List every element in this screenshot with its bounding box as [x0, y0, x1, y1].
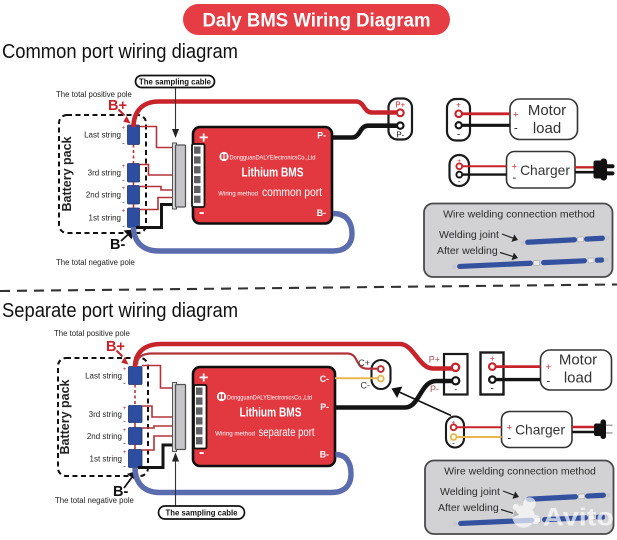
svg-text:Charger: Charger	[515, 423, 565, 438]
svg-text:1st string: 1st string	[90, 454, 122, 463]
svg-text:P-: P-	[430, 384, 439, 394]
svg-text:+: +	[507, 423, 513, 434]
svg-text:Wiring method: Wiring method	[215, 431, 255, 438]
svg-text:The total positive pole: The total positive pole	[56, 90, 132, 99]
svg-text:+: +	[456, 100, 461, 109]
svg-text:-: -	[123, 417, 126, 426]
svg-text:Daly BMS Wiring Diagram: Daly BMS Wiring Diagram	[203, 10, 431, 32]
svg-text:-: -	[123, 439, 126, 448]
svg-text:After welding: After welding	[438, 502, 499, 514]
svg-text:P-: P-	[320, 402, 329, 412]
svg-text:After welding: After welding	[437, 245, 498, 257]
svg-text:-: -	[199, 444, 204, 461]
svg-text:Lithium BMS: Lithium BMS	[240, 405, 302, 420]
svg-text:P+: P+	[395, 101, 405, 110]
svg-text:+: +	[457, 158, 461, 165]
svg-text:Lithium BMS: Lithium BMS	[242, 165, 304, 180]
svg-text:DongguanDALYElectronicsCo.,Ltd: DongguanDALYElectronicsCo.,Ltd	[230, 154, 316, 161]
svg-text:DongguanDALYElectronicsCo.,Ltd: DongguanDALYElectronicsCo.,Ltd	[227, 394, 312, 401]
svg-text:+: +	[513, 110, 519, 121]
svg-text:+: +	[123, 450, 127, 456]
svg-text:-: -	[452, 439, 455, 448]
svg-text:2nd string: 2nd string	[87, 432, 122, 441]
svg-text:Battery pack: Battery pack	[60, 136, 74, 211]
svg-text:1st string: 1st string	[89, 214, 121, 223]
svg-text:+: +	[122, 164, 126, 170]
svg-text:P-: P-	[396, 131, 404, 140]
svg-text:-: -	[199, 204, 204, 221]
svg-text:Last string: Last string	[84, 131, 121, 140]
svg-text:+: +	[452, 419, 456, 426]
svg-text:+: +	[490, 354, 495, 363]
svg-text:B-: B-	[317, 208, 326, 218]
svg-text:-: -	[122, 222, 125, 231]
svg-text:P+: P+	[429, 355, 440, 365]
svg-text:The sampling cable: The sampling cable	[166, 507, 238, 517]
svg-text:+: +	[123, 406, 127, 412]
svg-text:The total negative pole: The total negative pole	[56, 258, 135, 267]
svg-text:-: -	[513, 172, 517, 184]
svg-text:+: +	[199, 370, 208, 387]
svg-text:The total negative pole: The total negative pole	[55, 496, 134, 505]
svg-text:Wiring method: Wiring method	[218, 191, 258, 198]
svg-text:-: -	[457, 130, 460, 141]
svg-text:+: +	[123, 367, 127, 373]
svg-text:+: +	[122, 126, 126, 132]
svg-text:+: +	[123, 428, 127, 434]
svg-text:C-: C-	[361, 381, 371, 391]
svg-text:-: -	[123, 462, 126, 471]
svg-text:+: +	[122, 186, 126, 192]
svg-text:3rd string: 3rd string	[89, 410, 122, 419]
svg-text:Battery pack: Battery pack	[58, 379, 72, 454]
svg-text:P-: P-	[317, 131, 326, 141]
svg-text:-: -	[458, 177, 461, 186]
svg-text:-: -	[123, 379, 126, 388]
svg-text:Last string: Last string	[85, 371, 122, 380]
svg-text:-: -	[547, 376, 551, 388]
svg-text:The total positive pole: The total positive pole	[54, 329, 130, 338]
svg-text:separate port: separate port	[259, 425, 316, 439]
svg-text:Wire welding connection method: Wire welding connection method	[444, 466, 596, 478]
svg-text:3rd string: 3rd string	[88, 169, 121, 178]
svg-text:Welding joint: Welding joint	[439, 229, 499, 241]
svg-text:+: +	[546, 362, 552, 373]
svg-text:-: -	[122, 198, 125, 207]
svg-text:Avito: Avito	[543, 504, 614, 532]
svg-text:-: -	[454, 385, 457, 395]
svg-text:-: -	[514, 123, 518, 135]
svg-text:Motor: Motor	[528, 102, 566, 119]
svg-text:B+: B+	[106, 339, 125, 355]
svg-text:-: -	[122, 176, 125, 185]
svg-text:Charger: Charger	[520, 163, 570, 178]
svg-text:+: +	[122, 209, 126, 215]
svg-text:-: -	[508, 433, 512, 445]
svg-text:The sampling cable: The sampling cable	[139, 77, 211, 87]
svg-text:-: -	[491, 384, 494, 395]
svg-text:B+: B+	[108, 98, 127, 114]
svg-text:B-: B-	[320, 450, 329, 460]
svg-text:-: -	[122, 139, 125, 148]
svg-text:load: load	[564, 370, 592, 387]
svg-text:+: +	[199, 130, 208, 147]
svg-text:Common port wiring diagram: Common port wiring diagram	[2, 41, 238, 63]
svg-text:C+: C+	[358, 358, 370, 368]
svg-text:Wire welding connection method: Wire welding connection method	[443, 209, 595, 221]
svg-text:Separate port wiring diagram: Separate port wiring diagram	[2, 300, 238, 322]
svg-text:Motor: Motor	[559, 352, 597, 369]
svg-text:common port: common port	[262, 185, 323, 199]
svg-text:Welding joint: Welding joint	[440, 486, 500, 498]
svg-text:load: load	[533, 120, 561, 137]
svg-text:+: +	[512, 162, 518, 173]
svg-text:2nd string: 2nd string	[86, 191, 121, 200]
svg-text:C-: C-	[320, 374, 329, 384]
